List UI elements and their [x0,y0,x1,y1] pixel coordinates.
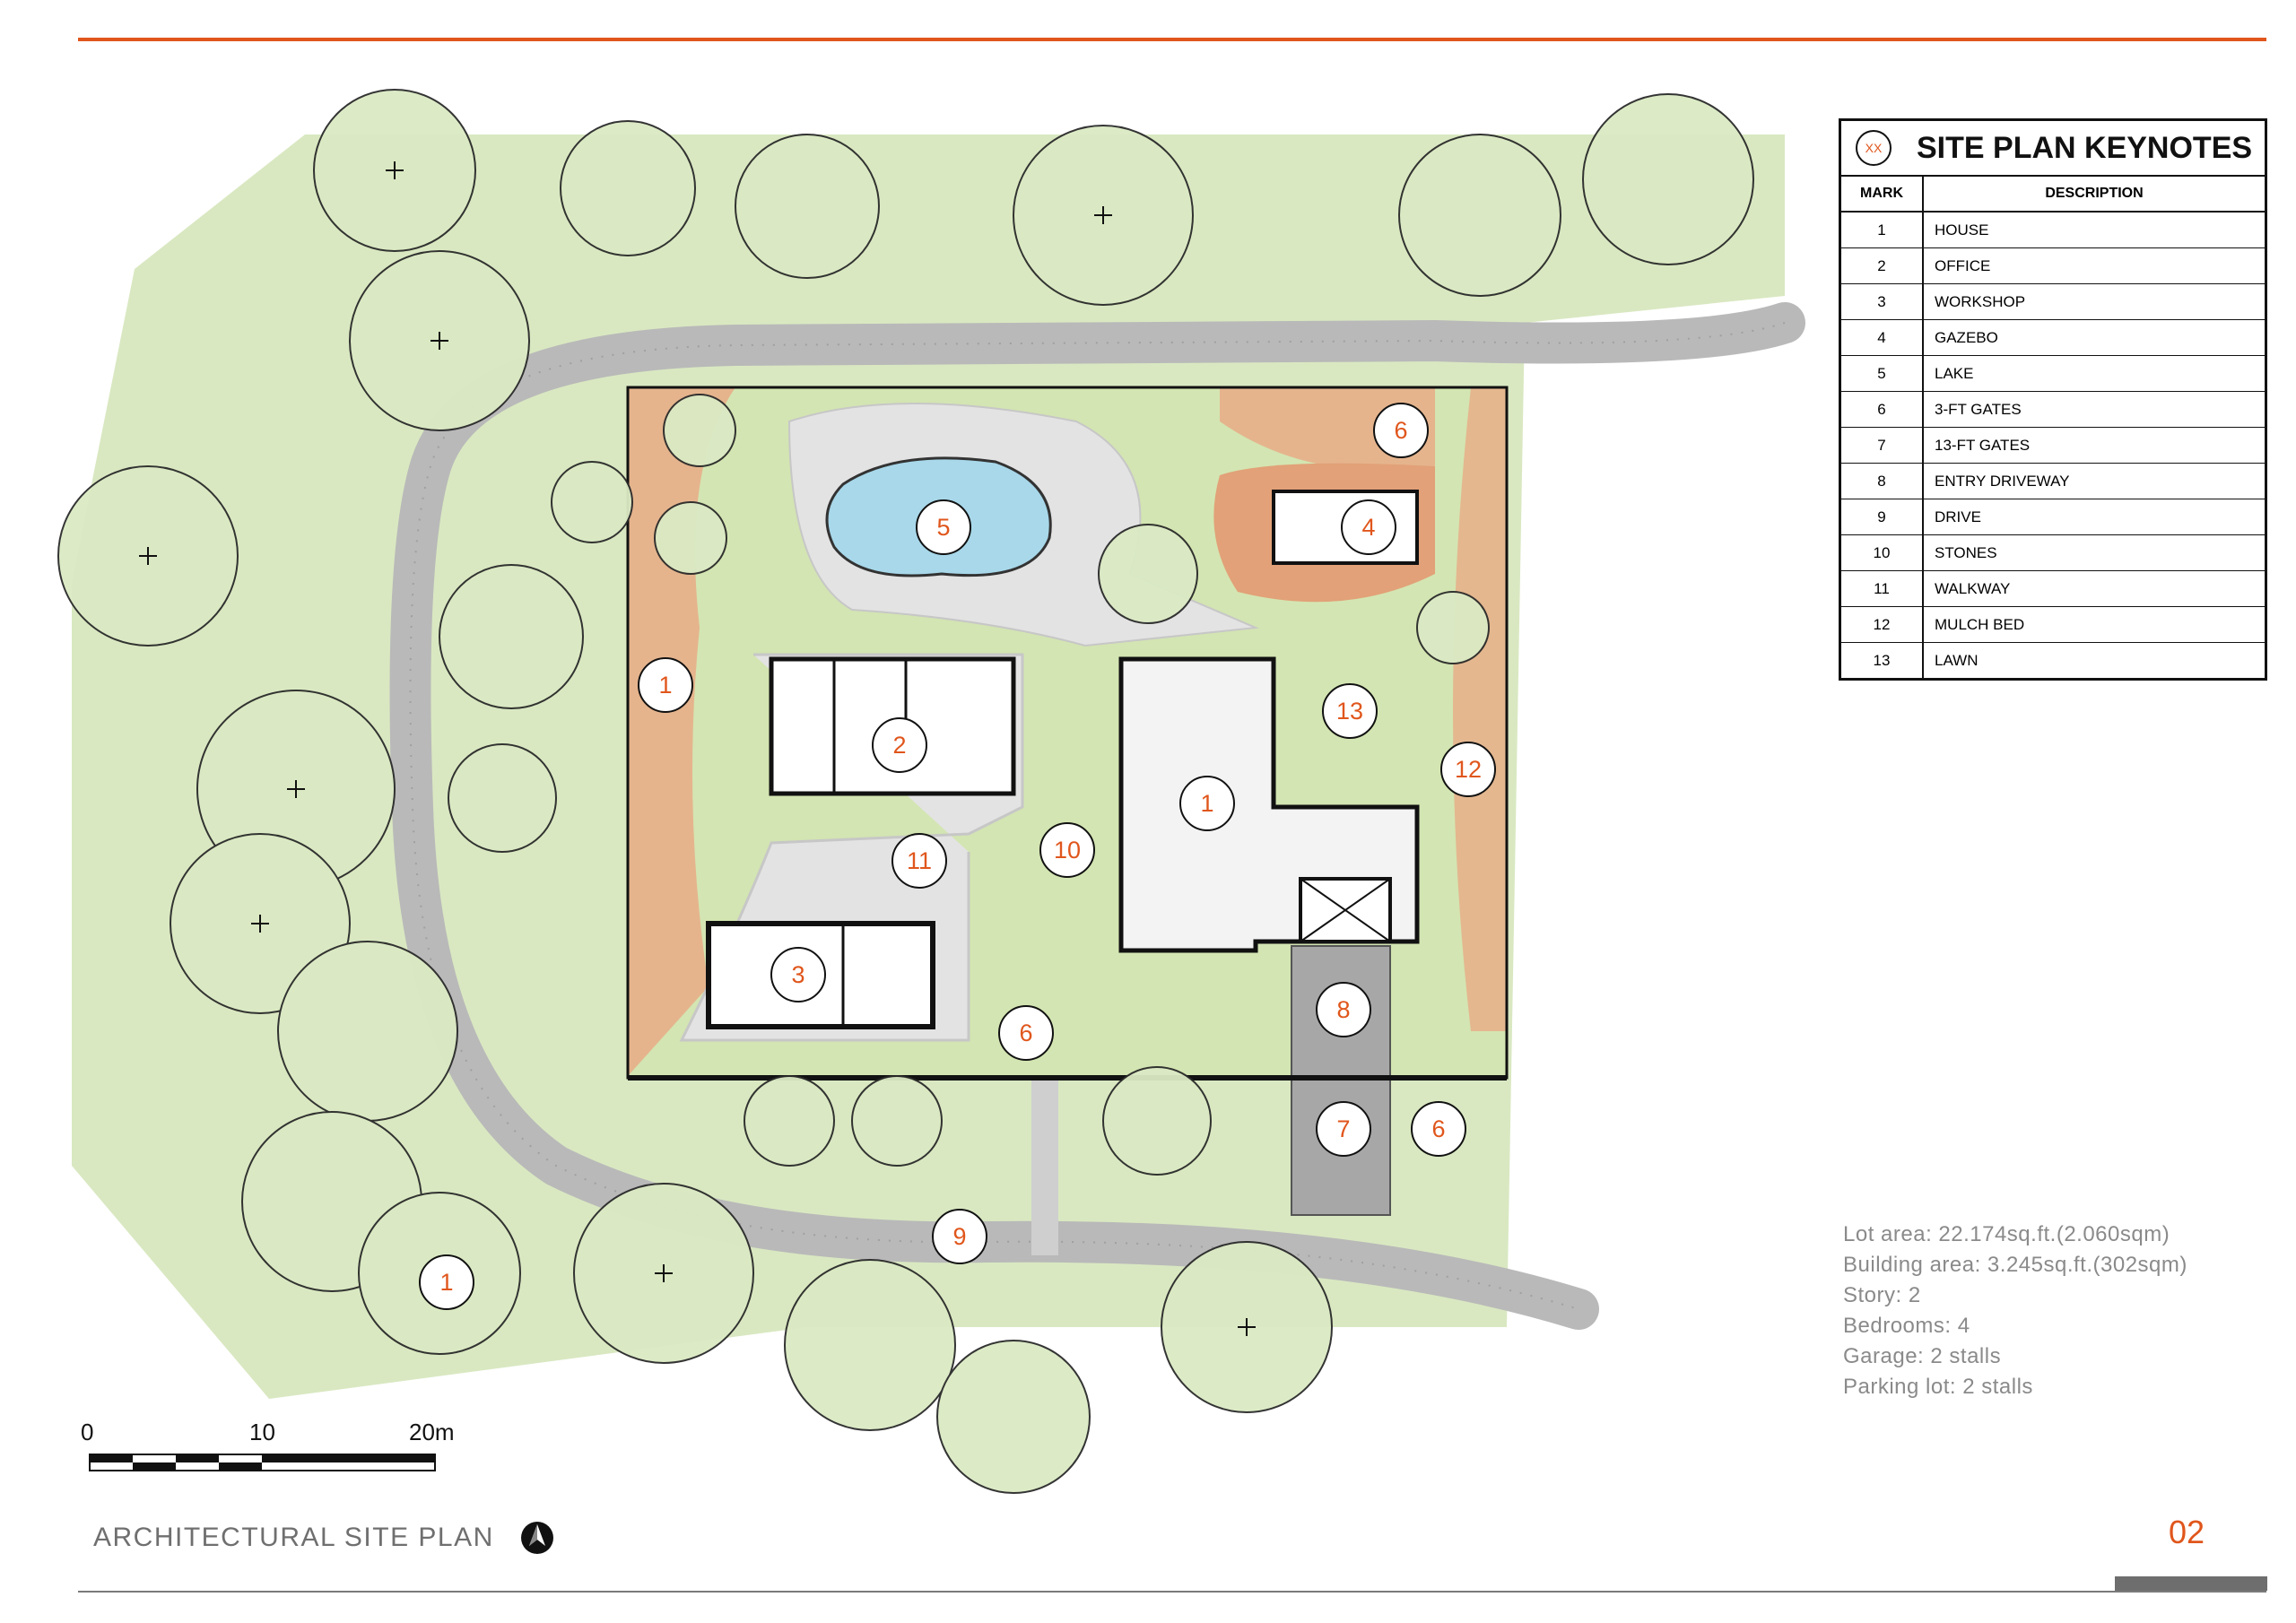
keynote-mark: 3 [1841,283,1924,320]
keynote-mark: 13 [1841,642,1924,678]
plan-marker-house-west: 1 [638,657,693,713]
keynote-desc: 3-FT GATES [1923,391,2265,428]
keynote-symbol: XX [1856,130,1892,166]
scale-label-0: 0 [81,1419,94,1445]
plan-marker-mulch-bed: 12 [1440,742,1496,797]
plan-marker-lake: 5 [916,499,971,555]
mulch-bed-east [1453,387,1507,1031]
keynote-desc: GAZEBO [1923,319,2265,356]
sheet-title: ARCHITECTURAL SITE PLAN [93,1523,494,1552]
keynote-desc: WORKSHOP [1923,283,2265,320]
keynote-desc: WALKWAY [1923,570,2265,607]
stat-lot-area: Lot area: 22.174sq.ft.(2.060sqm) [1843,1222,2170,1246]
keynote-mark: 8 [1841,463,1924,499]
keynotes-table: XX SITE PLAN KEYNOTES MARK DESCRIPTION 1… [1839,118,2267,681]
plan-marker-workshop: 3 [770,947,826,1002]
keynote-mark: 2 [1841,247,1924,284]
scale-label-10: 10 [249,1419,275,1445]
tree-centers [139,161,1256,1336]
keynote-mark: 7 [1841,427,1924,464]
keynote-desc: 13-FT GATES [1923,427,2265,464]
keynote-mark: 5 [1841,355,1924,392]
bottom-accent-bar [2115,1576,2267,1591]
plan-marker-house-sw: 1 [419,1254,474,1310]
keynotes-header: XX SITE PLAN KEYNOTES [1841,121,2265,177]
keynote-mark: 4 [1841,319,1924,356]
plan-marker-13ft-gate: 7 [1316,1101,1371,1157]
col-description-header: DESCRIPTION [1923,177,2265,213]
scale-label-20: 20m [409,1419,455,1445]
side-path [1031,1076,1058,1255]
keynote-mark: 9 [1841,499,1924,535]
mulch-bed-west [628,387,735,1076]
top-accent-rule [78,38,2266,41]
stat-building-area: Building area: 3.245sq.ft.(302sqm) [1843,1253,2187,1277]
plan-marker-gate-north: 6 [1373,403,1429,458]
project-stats: Lot area: 22.174sq.ft.(2.060sqm) Buildin… [1843,1219,2187,1402]
keynote-desc: HOUSE [1923,211,2265,248]
keynote-desc: MULCH BED [1923,606,2265,643]
page-number: 02 [2169,1514,2205,1550]
plan-marker-stones: 10 [1039,822,1095,878]
keynote-desc: LAWN [1923,642,2265,678]
stat-garage: Garage: 2 stalls [1843,1344,2002,1368]
plan-marker-gate-south: 6 [998,1005,1054,1061]
plan-marker-office: 2 [872,717,927,773]
bottom-rule [78,1591,2266,1593]
scale-bar [89,1454,436,1471]
keynote-desc: ENTRY DRIVEWAY [1923,463,2265,499]
north-arrow-icon [521,1522,553,1554]
plan-marker-gate-east: 6 [1411,1101,1466,1157]
keynote-desc: LAKE [1923,355,2265,392]
keynote-mark: 11 [1841,570,1924,607]
plan-marker-house: 1 [1179,776,1235,831]
trees [57,89,1754,1494]
keynotes-title: SITE PLAN KEYNOTES [1917,130,2253,165]
plan-marker-walkway: 11 [891,833,947,889]
keynote-desc: DRIVE [1923,499,2265,535]
keynote-mark: 6 [1841,391,1924,428]
plan-marker-gazebo: 4 [1341,499,1396,555]
keynote-mark: 12 [1841,606,1924,643]
stat-story: Story: 2 [1843,1283,1921,1307]
keynote-desc: OFFICE [1923,247,2265,284]
keynote-mark: 1 [1841,211,1924,248]
col-mark-header: MARK [1841,177,1924,213]
stat-parking: Parking lot: 2 stalls [1843,1375,2033,1399]
plan-marker-drive: 9 [932,1209,987,1264]
keynote-mark: 10 [1841,534,1924,571]
keynote-desc: STONES [1923,534,2265,571]
plan-marker-lawn: 13 [1322,683,1378,739]
plan-marker-entry-driveway: 8 [1316,982,1371,1037]
stat-bedrooms: Bedrooms: 4 [1843,1314,1970,1338]
